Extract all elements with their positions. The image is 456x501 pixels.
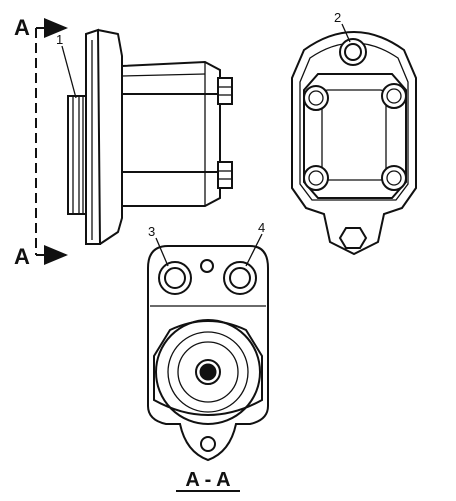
callout-2-leader <box>341 23 351 43</box>
callout-2-label: 2 <box>334 10 341 25</box>
section-view: 3 4 A - A <box>147 220 269 492</box>
small-hole-top <box>200 259 214 273</box>
callout-3-label: 3 <box>148 224 155 239</box>
mounting-flange <box>85 28 102 245</box>
callout-1-label: 1 <box>56 32 63 47</box>
callout-4-label: 4 <box>258 220 265 235</box>
callout-4-leader <box>245 233 263 267</box>
callout-1-leader <box>61 45 77 99</box>
end-body <box>303 73 407 199</box>
end-bolt-bottom <box>217 161 233 189</box>
end-bolt-tl <box>303 85 329 111</box>
section-marker-top: A <box>14 15 30 40</box>
mount-hole-bottom <box>200 436 216 452</box>
callout-3-leader <box>155 237 169 267</box>
bottom-nut <box>338 227 368 249</box>
end-bolt-bl <box>303 165 329 191</box>
main-bore <box>155 319 261 425</box>
end-bolt-top <box>217 77 233 105</box>
side-view: A A 1 <box>14 15 233 269</box>
end-bolt-br <box>381 165 407 191</box>
port-4 <box>223 261 257 295</box>
end-bolt-tr <box>381 83 407 109</box>
port-3 <box>158 261 192 295</box>
section-marker-bottom: A <box>14 244 30 269</box>
end-view: 2 <box>291 10 417 256</box>
top-plug <box>339 38 367 66</box>
section-title: A - A <box>185 469 230 491</box>
